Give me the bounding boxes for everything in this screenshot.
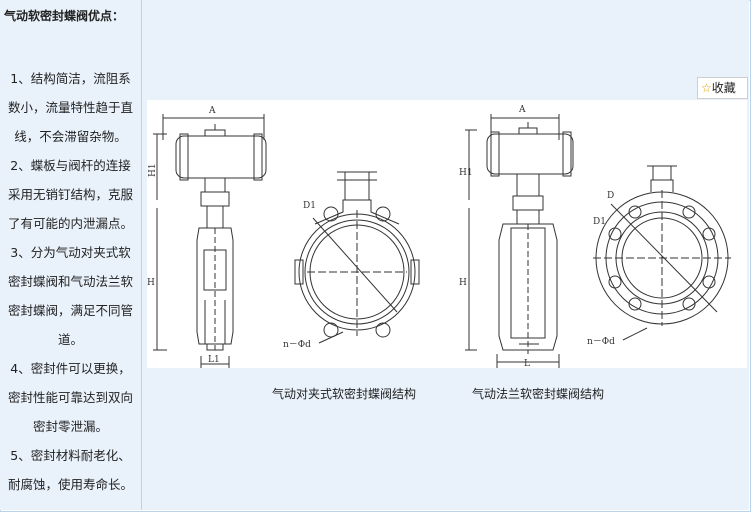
advantages-heading: 气动软密封蝶阀优点： xyxy=(4,9,125,23)
label-d1-wafer: D1 xyxy=(303,201,316,211)
label-a-flange: A xyxy=(518,105,526,115)
label-h1: H1 xyxy=(148,163,158,177)
drawing-svg: A H1 H L1 D1 n－Φd A H1 H L D D1 n－Φd xyxy=(147,105,731,369)
wafer-side-view xyxy=(153,114,267,368)
label-l: L xyxy=(524,359,530,368)
caption-flange: 气动法兰软密封蝶阀结构 xyxy=(472,387,605,401)
star-icon: ☆ xyxy=(701,81,712,95)
label-a: A xyxy=(208,106,216,116)
flange-front-view xyxy=(593,165,731,341)
advantage-item: 3、分为气动对夹式软密封蝶阀和气动法兰软密封蝶阀，满足不同管道。 xyxy=(7,245,133,347)
flange-side-view xyxy=(465,114,574,368)
caption-wafer: 气动对夹式软密封蝶阀结构 xyxy=(272,387,417,401)
favorite-label: 收藏 xyxy=(711,81,736,95)
label-d1-flange: D1 xyxy=(593,217,606,227)
label-d: D xyxy=(607,191,614,201)
favorite-button[interactable]: ☆收藏 xyxy=(697,77,748,99)
advantages-panel: 气动软密封蝶阀优点： 1、结构简洁，流阻系数小，流量特性趋于直线，不会滞留杂物。… xyxy=(0,0,142,510)
advantage-item: 1、结构简洁，流阻系数小，流量特性趋于直线，不会滞留杂物。 xyxy=(7,71,133,144)
wafer-front-view xyxy=(294,171,420,344)
label-h: H xyxy=(147,278,155,288)
advantages-list: 1、结构简洁，流阻系数小，流量特性趋于直线，不会滞留杂物。 2、蝶板与阀杆的连接… xyxy=(1,64,140,499)
label-bolt-holes-flange: n－Φd xyxy=(587,337,615,347)
advantage-item: 2、蝶板与阀杆的连接采用无销钉结构，克服了有可能的内泄漏点。 xyxy=(7,158,133,231)
label-h1-flange: H1 xyxy=(459,168,473,178)
label-h-flange: H xyxy=(459,278,467,288)
advantage-item: 5、密封材料耐老化、耐腐蚀，使用寿命长。 xyxy=(7,448,133,492)
valve-structure-drawing: A H1 H L1 D1 n－Φd A H1 H L D D1 n－Φd xyxy=(147,100,747,369)
advantage-item: 4、密封件可以更换，密封性能可靠达到双向密封零泄漏。 xyxy=(7,361,133,434)
label-bolt-holes-wafer: n－Φd xyxy=(283,340,311,350)
label-l1: L1 xyxy=(208,355,220,365)
